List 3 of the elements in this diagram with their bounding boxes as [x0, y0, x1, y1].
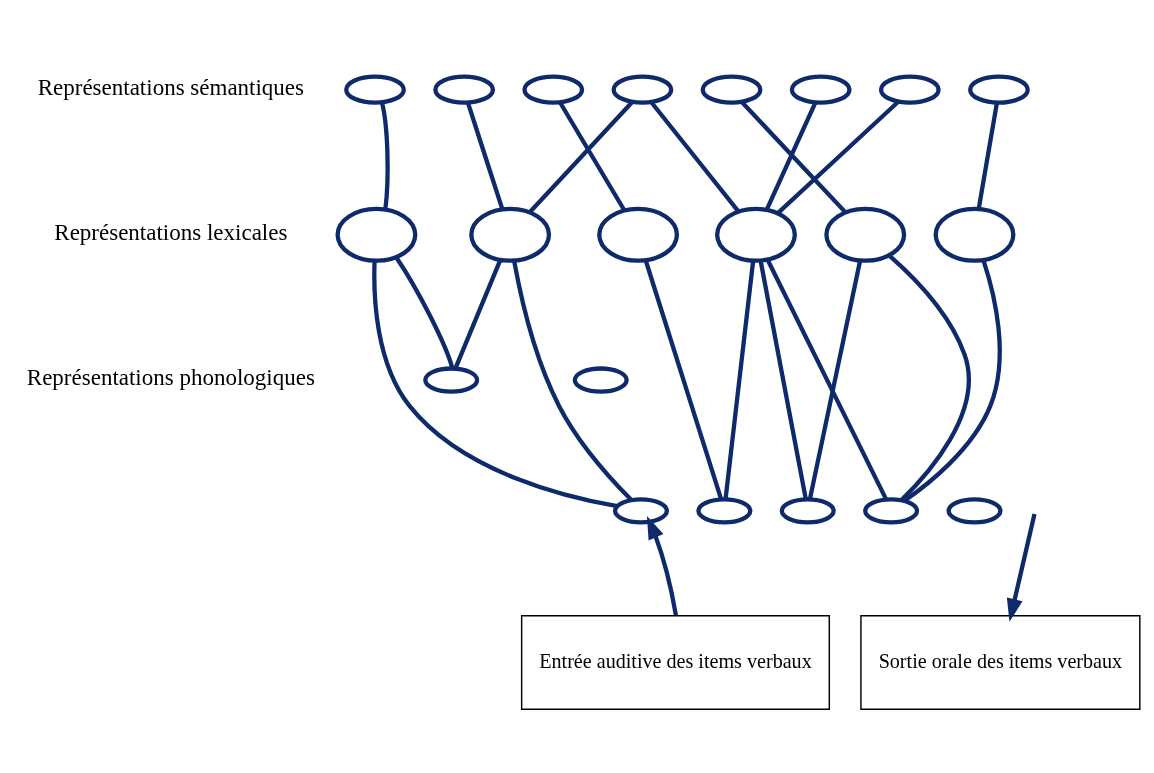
- label: Représentations lexicales: [54, 220, 288, 246]
- label: Représentations phonologiques: [26, 365, 315, 391]
- label: Représentations sémantiques: [37, 75, 305, 101]
